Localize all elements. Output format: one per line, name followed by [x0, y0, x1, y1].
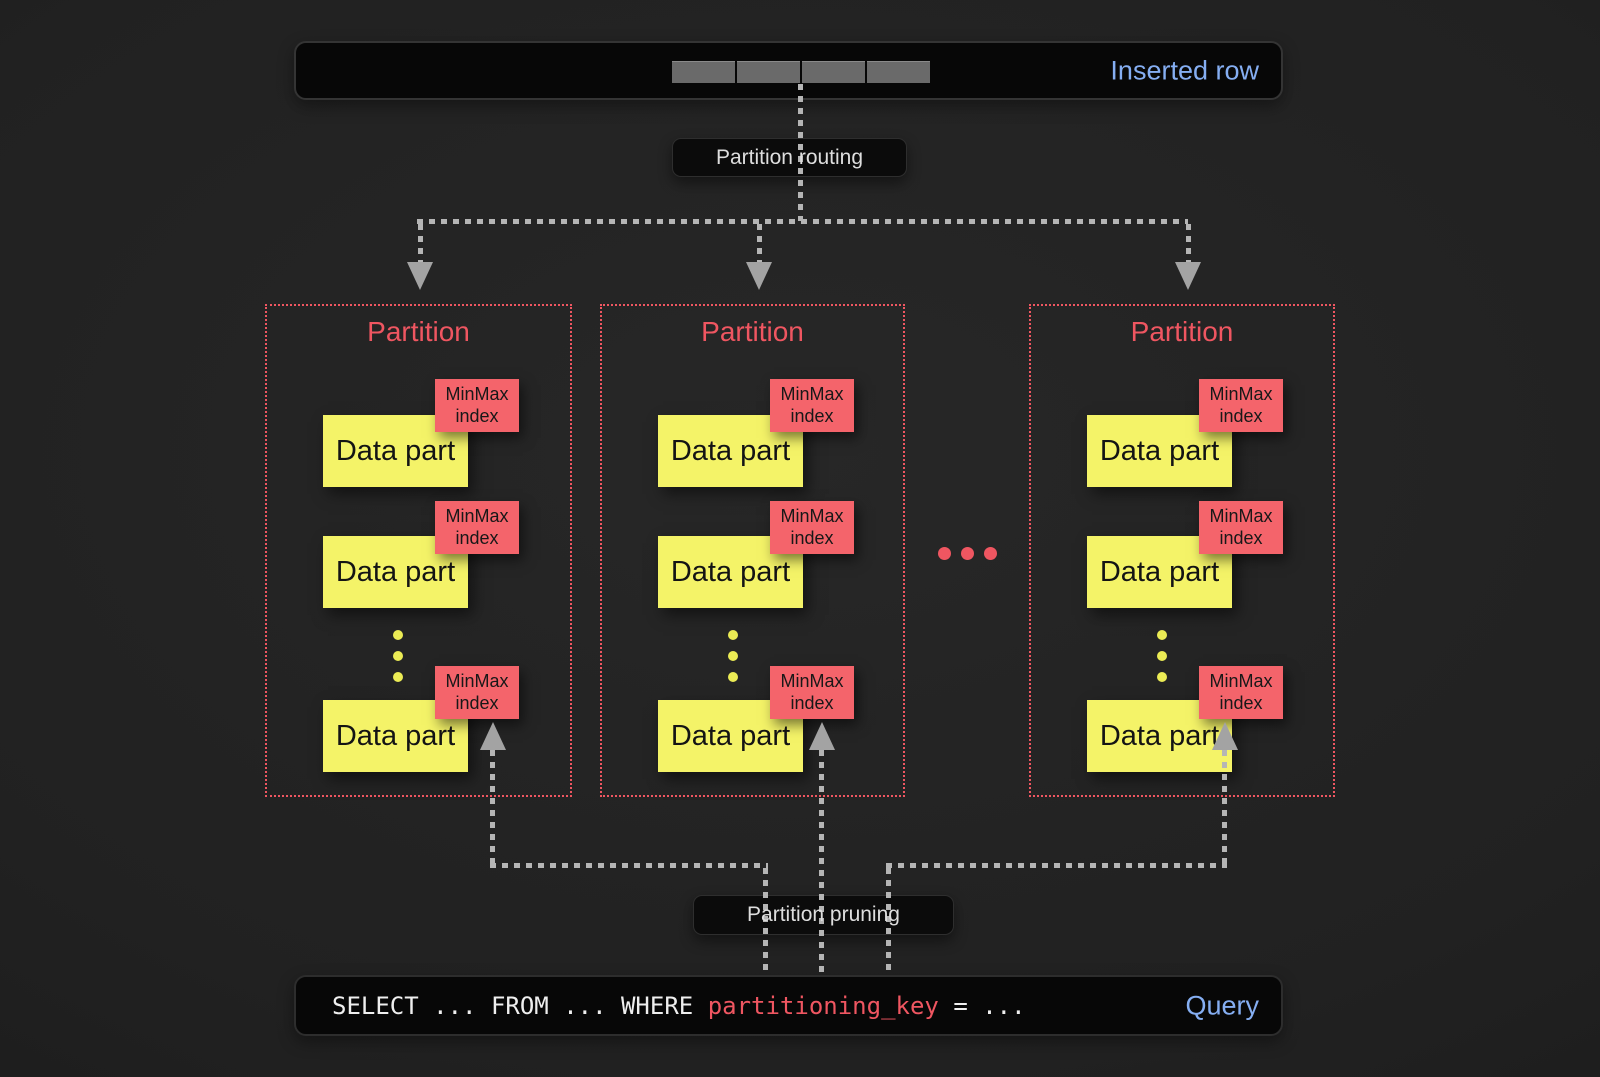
inserted-row-box: Inserted row: [294, 41, 1283, 100]
arrow-down-icon: [407, 262, 433, 290]
more-parts-dot: [728, 630, 738, 640]
minmax-line: MinMax: [780, 505, 844, 526]
minmax-index-box: MinMax index: [1199, 666, 1283, 719]
minmax-index-box: MinMax index: [435, 666, 519, 719]
minmax-line: index: [1219, 692, 1263, 713]
minmax-line: MinMax: [445, 505, 509, 526]
more-parts-dot: [393, 672, 403, 682]
inserted-row-label: Inserted row: [1110, 55, 1259, 85]
row-cell: [802, 61, 865, 83]
pruning-branch-line: [1222, 750, 1227, 867]
minmax-line: MinMax: [1209, 383, 1273, 404]
arrow-down-icon: [1175, 262, 1201, 290]
more-parts-dot: [393, 651, 403, 661]
more-partitions-ellipsis: [938, 547, 997, 560]
more-parts-dot: [1157, 651, 1167, 661]
partition-title: Partition: [1130, 316, 1234, 347]
more-parts-dot: [393, 630, 403, 640]
minmax-line: MinMax: [780, 383, 844, 404]
minmax-index-box: MinMax index: [770, 666, 854, 719]
minmax-line: index: [455, 692, 499, 713]
partition-routing-label: Partition routing: [715, 145, 864, 169]
minmax-line: MinMax: [1209, 505, 1273, 526]
row-cell: [867, 61, 930, 83]
ellipsis-dot: [984, 547, 997, 560]
sql-partitioning-key: partitioning_key: [707, 991, 939, 1020]
pruning-branch-line: [763, 868, 768, 975]
more-parts-dot: [728, 651, 738, 661]
minmax-line: MinMax: [780, 670, 844, 691]
ellipsis-dot: [938, 547, 951, 560]
minmax-line: index: [1219, 405, 1263, 426]
pruning-branch-line: [819, 750, 824, 975]
minmax-index-box: MinMax index: [1199, 501, 1283, 554]
more-parts-dot: [728, 672, 738, 682]
query-box: SELECT ... FROM ... WHERE partitioning_k…: [294, 975, 1283, 1036]
minmax-index-box: MinMax index: [435, 501, 519, 554]
minmax-index-box: MinMax index: [435, 379, 519, 432]
partition-box: Partition MinMax index Data part MinMax …: [265, 304, 572, 797]
routing-branch-line: [418, 224, 423, 264]
data-part-box: Data part: [323, 700, 468, 772]
partition-box: Partition MinMax index Data part MinMax …: [1029, 304, 1335, 797]
pruning-branch-line: [886, 868, 891, 975]
partition-pruning-label: Partition pruning: [747, 903, 900, 926]
query-label: Query: [1185, 990, 1259, 1020]
partition-title: Partition: [367, 316, 470, 347]
sql-select-clause: SELECT ... FROM ... WHERE: [332, 991, 708, 1020]
minmax-index-box: MinMax index: [1199, 379, 1283, 432]
routing-connector-line: [798, 84, 803, 221]
pruning-elbow-line: [886, 863, 1227, 868]
partition-box: Partition MinMax index Data part MinMax …: [600, 304, 905, 797]
minmax-line: MinMax: [1209, 670, 1273, 691]
minmax-line: index: [455, 527, 499, 548]
minmax-line: index: [455, 405, 499, 426]
inserted-row-cells: [672, 61, 930, 83]
data-part-box: Data part: [1087, 415, 1232, 487]
routing-branch-line: [757, 224, 762, 264]
minmax-line: index: [1219, 527, 1263, 548]
ellipsis-dot: [961, 547, 974, 560]
pruning-elbow-line: [490, 863, 768, 868]
minmax-line: index: [790, 527, 834, 548]
minmax-line: index: [790, 692, 834, 713]
more-parts-dot: [1157, 672, 1167, 682]
more-parts-dot: [1157, 630, 1167, 640]
arrow-down-icon: [746, 262, 772, 290]
row-cell: [672, 61, 735, 83]
row-cell: [737, 61, 800, 83]
minmax-index-box: MinMax index: [770, 379, 854, 432]
routing-branch-line: [1186, 224, 1191, 264]
minmax-index-box: MinMax index: [770, 501, 854, 554]
partition-routing-pill: Partition routing: [672, 138, 907, 177]
minmax-line: MinMax: [445, 670, 509, 691]
sql-equals-clause: = ...: [938, 991, 1026, 1020]
partition-title: Partition: [701, 316, 804, 347]
minmax-line: index: [790, 405, 834, 426]
query-sql-text: SELECT ... FROM ... WHERE partitioning_k…: [332, 992, 1026, 1020]
pruning-branch-line: [490, 750, 495, 867]
routing-trunk-line: [417, 219, 1188, 224]
minmax-line: MinMax: [445, 383, 509, 404]
